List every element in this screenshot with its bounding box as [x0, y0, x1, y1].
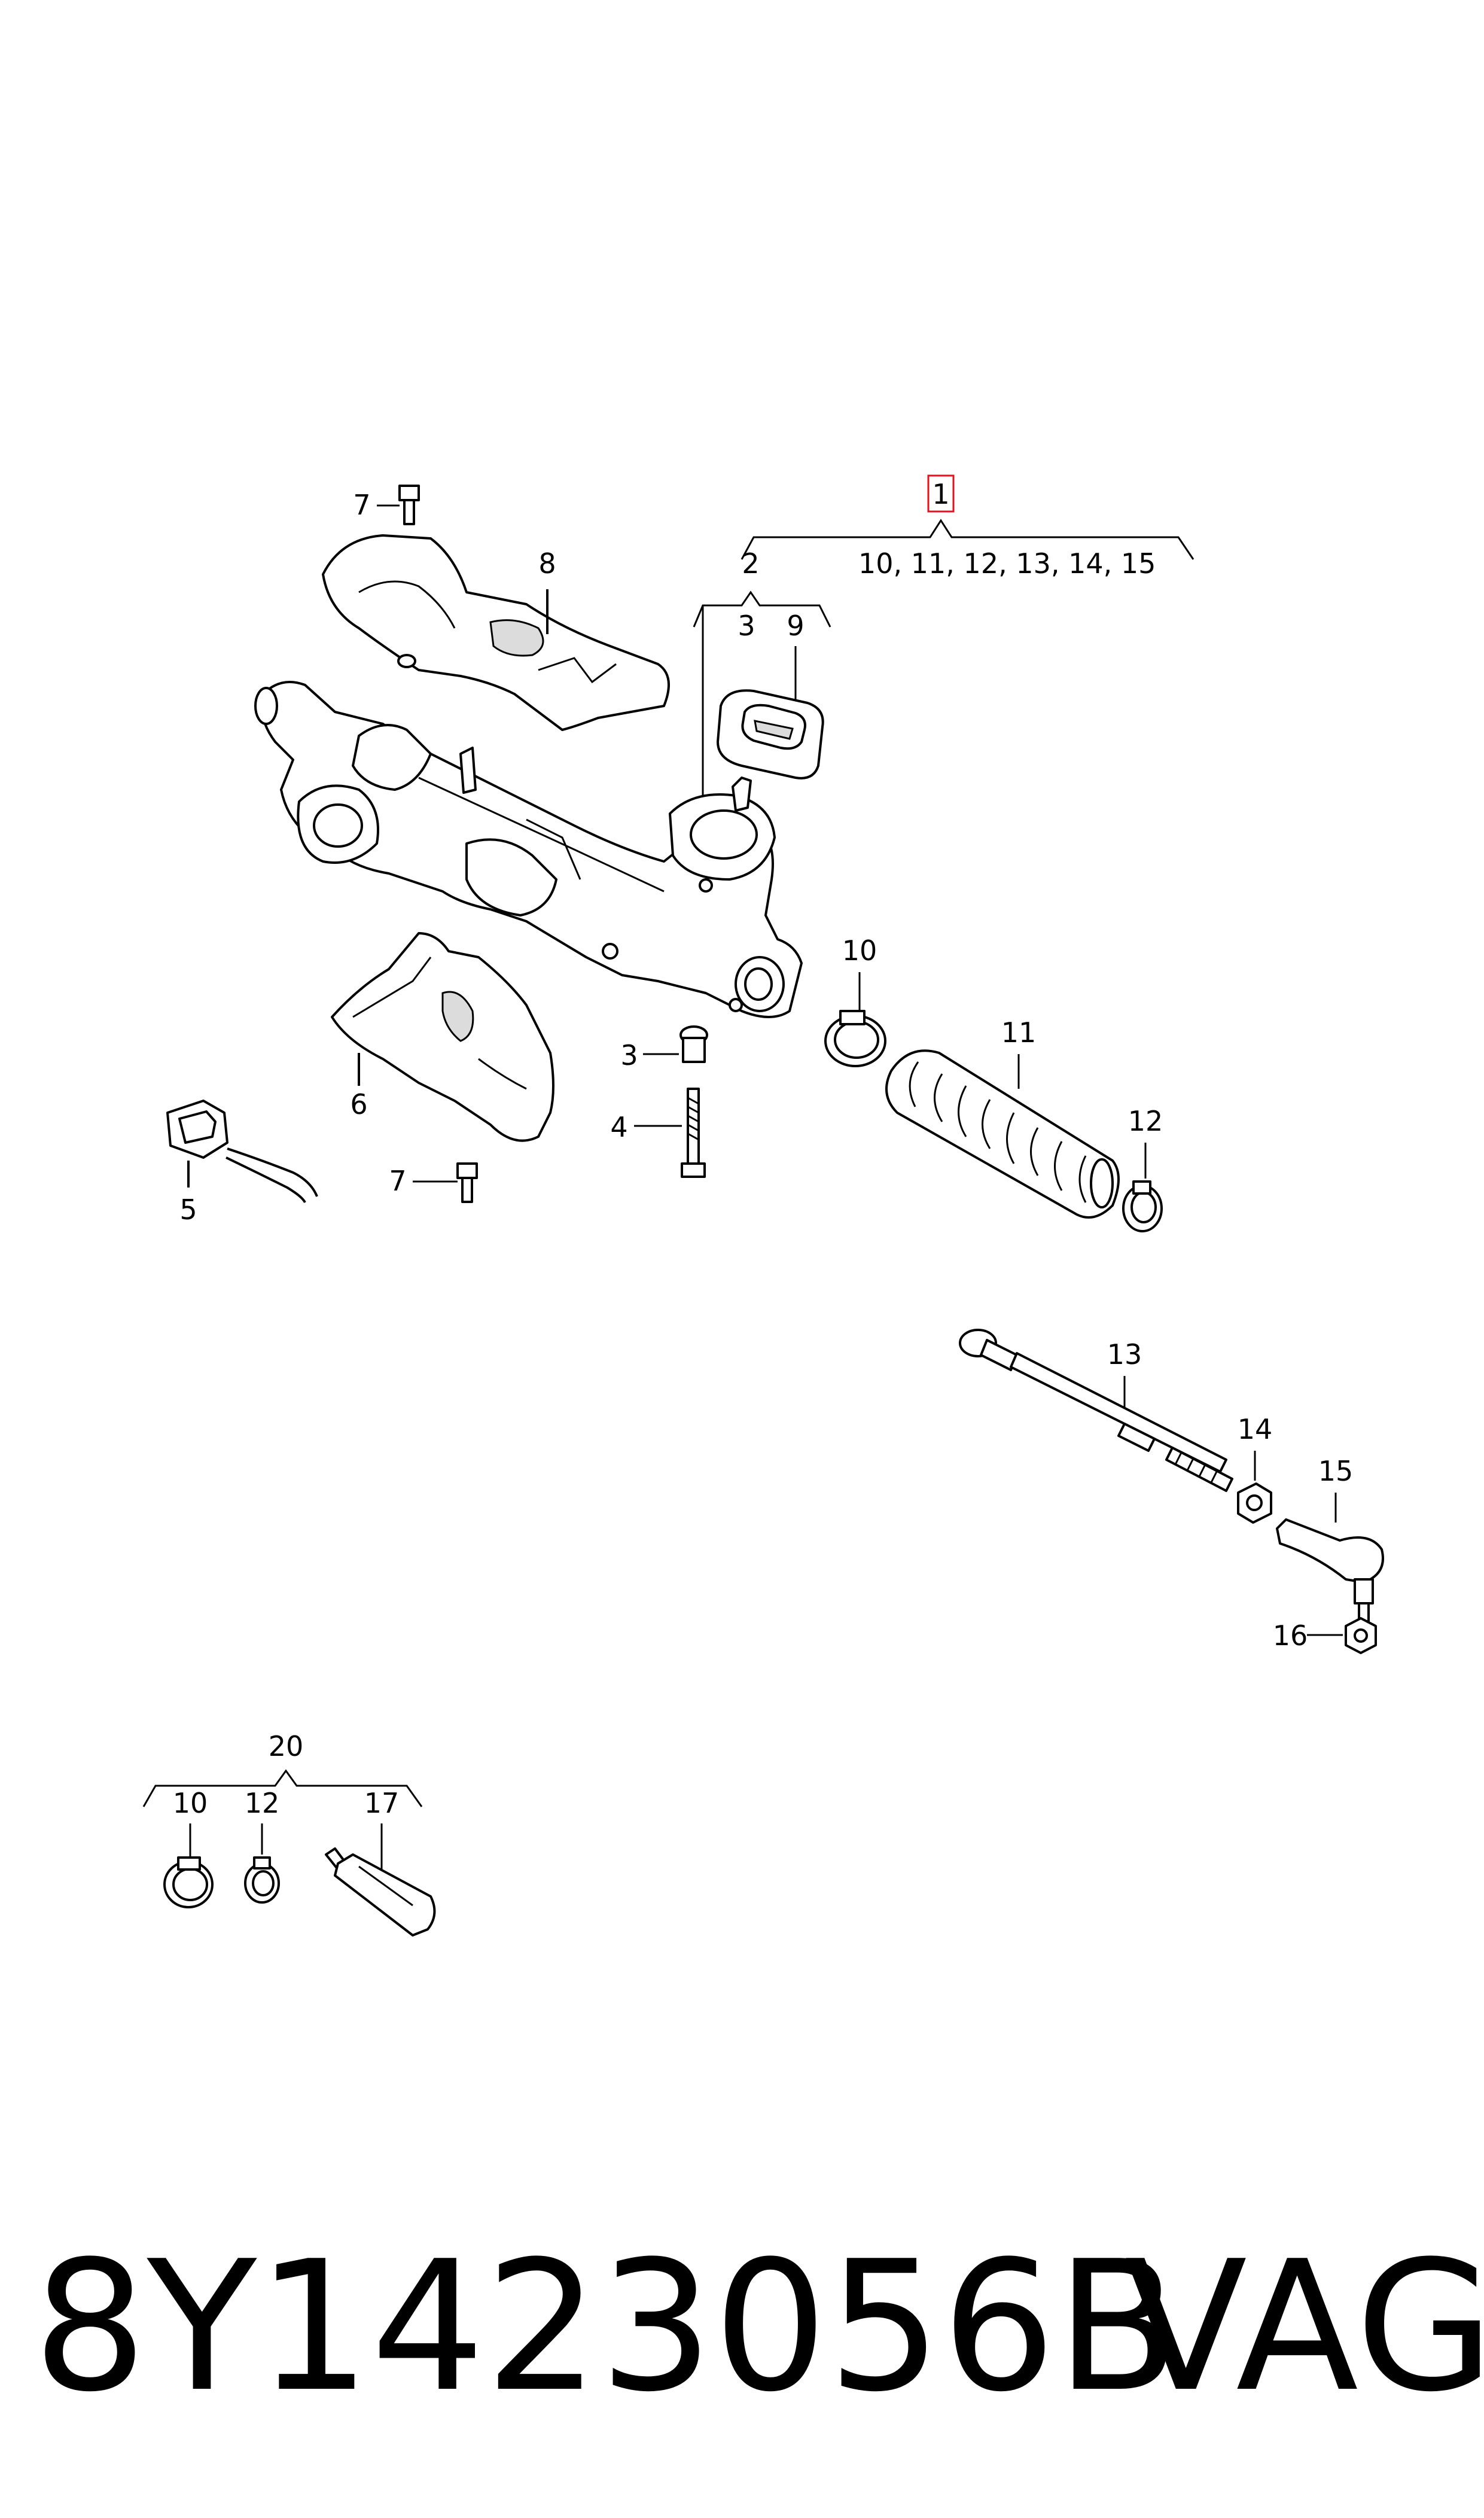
callout-16[interactable]: 16: [1273, 1619, 1308, 1652]
callout-7-lower[interactable]: 7: [389, 1165, 406, 1197]
callout-3-lower[interactable]: 3: [620, 1039, 638, 1071]
callout-9[interactable]: 9: [787, 610, 804, 642]
callout-5[interactable]: 5: [179, 1193, 197, 1226]
callout-1[interactable]: 1: [932, 478, 949, 510]
steering-rack-assembly: [254, 681, 803, 1018]
callout-6[interactable]: 6: [350, 1088, 367, 1121]
brace-part-1: 1 10, 11, 12, 13, 14, 15 2 3 9: [693, 474, 1194, 802]
callout-1-subparts: 10, 11, 12, 13, 14, 15: [858, 547, 1156, 580]
callout-2[interactable]: 2: [742, 547, 759, 580]
part-20-clamp-12: [244, 1856, 280, 1904]
part-13-tie-rod: 13: [959, 1329, 1233, 1492]
part-20-repair-kit: 20 10 12 17: [142, 1730, 423, 1878]
callout-17[interactable]: 17: [364, 1787, 400, 1819]
callout-15[interactable]: 15: [1318, 1455, 1354, 1487]
callout-12[interactable]: 12: [1128, 1105, 1163, 1137]
callout-1-highlight: [927, 474, 955, 513]
part-9-rubber-grommet: [717, 689, 824, 780]
part-7-bolt-lower: 7: [389, 1162, 478, 1203]
part-11-bellows-boot: 11: [885, 1016, 1120, 1219]
callout-11[interactable]: 11: [1001, 1016, 1037, 1049]
callout-8[interactable]: 8: [538, 547, 556, 580]
part-7-bolt-upper: 7: [353, 485, 420, 525]
part-10-clamp: 10: [824, 934, 886, 1067]
brand-name: VAG: [1125, 2222, 1484, 2431]
part-3-small-bolt: 3: [620, 1025, 708, 1071]
part-14-lock-nut: 14: [1237, 1413, 1273, 1524]
part-16-nut: 16: [1273, 1617, 1377, 1654]
callout-3[interactable]: 3: [738, 610, 755, 642]
part-5-sensor-cable: 5: [166, 1100, 318, 1226]
part-20-clamp-10: [163, 1856, 214, 1908]
callout-13[interactable]: 13: [1107, 1338, 1142, 1371]
part-15-tie-rod-end: 15: [1276, 1455, 1384, 1622]
part-17-grease-tube: [325, 1847, 436, 1937]
callout-20-10[interactable]: 10: [173, 1787, 208, 1819]
callout-14[interactable]: 14: [1238, 1413, 1273, 1445]
callout-20-12[interactable]: 12: [245, 1787, 280, 1819]
callout-7-upper[interactable]: 7: [353, 489, 370, 521]
part-8-heat-shield-upper: 8: [322, 534, 670, 731]
part-6-heat-shield-lower: 6: [331, 932, 554, 1142]
part-4-screw: 4: [610, 1088, 706, 1178]
part-number: 8Y1423056B: [33, 2222, 1180, 2431]
callout-4[interactable]: 4: [610, 1111, 627, 1143]
part-12-clamp: 12: [1122, 1105, 1163, 1232]
callout-20[interactable]: 20: [269, 1730, 304, 1762]
callout-10[interactable]: 10: [842, 934, 877, 967]
